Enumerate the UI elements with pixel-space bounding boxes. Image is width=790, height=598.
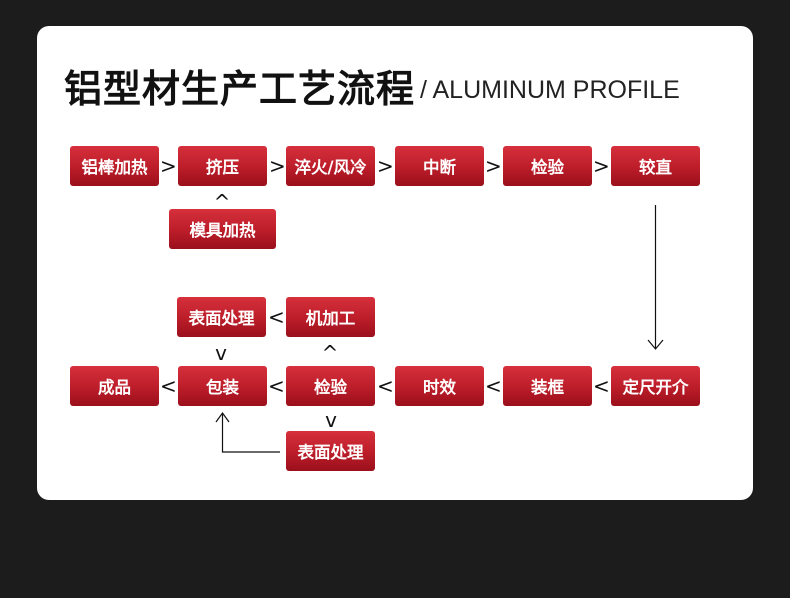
- arrow-down: v: [325, 408, 337, 432]
- step-surface-treatment-2: 表面处理: [286, 431, 375, 471]
- arrow-right: >: [593, 154, 610, 178]
- arrow-right: >: [485, 154, 502, 178]
- arrow-right: >: [377, 154, 394, 178]
- page-subtitle: / ALUMINUM PROFILE: [420, 76, 680, 104]
- arrow-left: <: [268, 305, 285, 329]
- arrow-left: <: [377, 374, 394, 398]
- step-finished-product: 成品: [70, 366, 159, 406]
- step-aluminum-bar-heating: 铝棒加热: [70, 146, 159, 186]
- step-inspect-2: 检验: [286, 366, 375, 406]
- page-title: 铝型材生产工艺流程: [64, 67, 416, 111]
- arrow-right: >: [160, 154, 177, 178]
- step-packaging: 包装: [178, 366, 267, 406]
- arrow-up: ^: [213, 190, 231, 214]
- arrow-up: ^: [321, 341, 339, 365]
- step-inspect-1: 检验: [503, 146, 592, 186]
- step-extrusion: 挤压: [178, 146, 267, 186]
- step-quench: 淬火/风冷: [286, 146, 375, 186]
- step-straighten: 较直: [611, 146, 700, 186]
- process-card: [37, 26, 753, 500]
- arrow-left: <: [160, 374, 177, 398]
- connector-elbow: [221, 414, 280, 453]
- arrowhead-up: [215, 411, 230, 423]
- step-break: 中断: [395, 146, 484, 186]
- arrowhead-down: [647, 339, 664, 350]
- step-cut-to-length: 定尺开介: [611, 366, 700, 406]
- step-mold-heating: 模具加热: [169, 209, 276, 249]
- step-surface-treatment-1: 表面处理: [177, 297, 266, 337]
- arrow-left: <: [268, 374, 285, 398]
- step-framing: 装框: [503, 366, 592, 406]
- arrow-down: v: [215, 341, 227, 365]
- arrow-left: <: [485, 374, 502, 398]
- arrow-left: <: [593, 374, 610, 398]
- step-machining: 机加工: [286, 297, 375, 337]
- step-aging: 时效: [395, 366, 484, 406]
- arrow-right: >: [269, 154, 286, 178]
